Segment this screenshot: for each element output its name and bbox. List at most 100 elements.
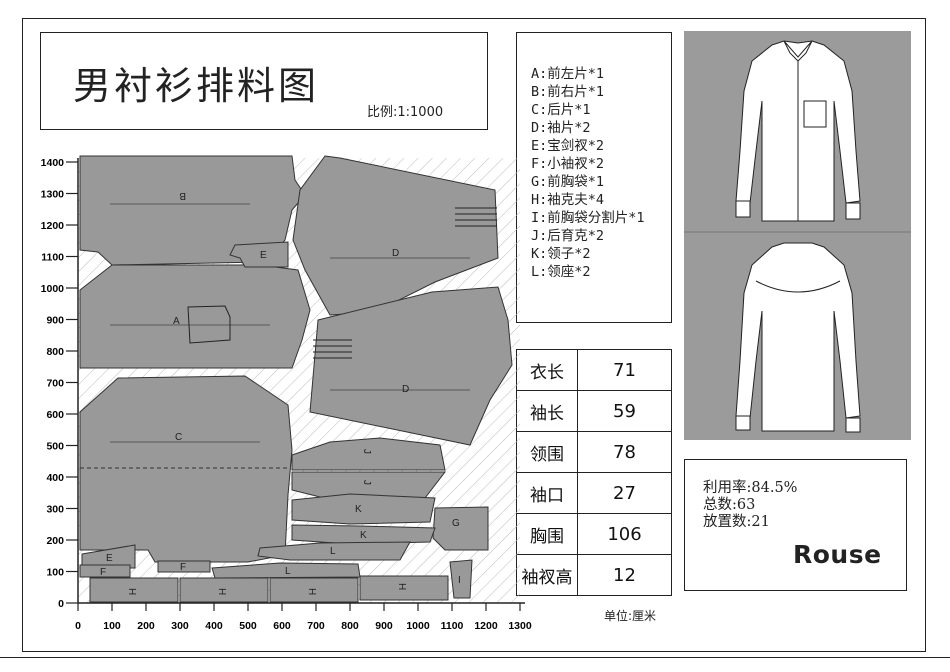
measure-value: 27: [577, 472, 672, 514]
piece-label: K: [360, 530, 367, 541]
piece-label: D: [402, 384, 409, 395]
x-tick-label: 500: [239, 620, 257, 632]
piece-d2: [309, 286, 513, 446]
piece-legend: A:前左片*1 B:前右片*1 C:后片*1 D:袖片*2 E:宝剑衩*2 F:…: [516, 32, 672, 323]
piece-c: [79, 375, 293, 563]
piece-label: L: [330, 546, 336, 557]
legend-item: F:小袖衩*2: [531, 156, 605, 172]
x-tick-label: 700: [307, 620, 325, 632]
piece-a: [79, 264, 311, 369]
marker-diagram: 0100200300400500600700800900100011001200…: [41, 155, 532, 632]
piece-l2: [211, 562, 361, 579]
x-tick-label: 100: [103, 620, 121, 632]
piece-label: H: [126, 588, 137, 595]
y-tick-label: 1400: [41, 157, 65, 169]
piece-label: F: [180, 562, 186, 573]
legend-item: G:前胸袋*1: [531, 174, 605, 190]
legend-item: B:前右片*1: [531, 84, 605, 100]
piece-f1: [157, 560, 211, 573]
piece-label: G: [452, 518, 460, 529]
x-tick-label: 1100: [441, 620, 464, 632]
y-tick-label: 1000: [41, 283, 65, 295]
piece-label: C: [175, 432, 182, 443]
y-tick-label: 200: [46, 535, 64, 547]
piece-label: H: [216, 588, 227, 595]
legend-item: I:前胸袋分割片*1: [531, 210, 645, 226]
y-tick-label: 1100: [41, 252, 64, 264]
piece-label: H: [396, 583, 407, 590]
y-tick-label: 0: [58, 598, 64, 610]
legend-item: L:领座*2: [531, 264, 591, 280]
piece-h2: [179, 577, 269, 603]
measure-value: 12: [577, 554, 672, 596]
piece-g: [432, 506, 489, 551]
page-title: 男衬衫排料图: [73, 64, 320, 108]
pieces: [79, 155, 513, 603]
x-tick-label: 0: [75, 620, 81, 632]
legend-item: D:袖片*2: [531, 120, 591, 136]
y-tick-label: 500: [46, 441, 64, 453]
legend-item: E:宝剑衩*2: [531, 138, 605, 154]
drawing-frame: [22, 18, 926, 652]
piece-k2: [291, 524, 436, 545]
piece-label: E: [260, 250, 267, 261]
measure-label: 袖长: [516, 390, 578, 432]
x-tick-label: 600: [273, 620, 291, 632]
x-tick-label: 1000: [406, 620, 430, 632]
piece-label: L: [285, 566, 291, 577]
piece-f2: [79, 564, 131, 578]
y-tick-label: 400: [46, 472, 64, 484]
brand-logo: Rouse: [793, 540, 882, 569]
unit-note: 单位:厘米: [604, 609, 657, 623]
x-tick-label: 900: [375, 620, 393, 632]
sleeve-stripes: [313, 207, 497, 359]
measure-value: 78: [577, 431, 672, 473]
piece-label: B: [179, 190, 186, 201]
bottom-border: [0, 657, 950, 658]
y-tick-label: 100: [46, 567, 64, 579]
legend-item: C:后片*1: [531, 102, 591, 118]
piece-k1: [291, 493, 436, 525]
y-tick-label: 300: [46, 504, 64, 516]
x-tick-label: 1300: [508, 620, 532, 632]
piece-label: F: [100, 567, 106, 578]
y-tick-label: 1300: [41, 189, 65, 201]
piece-label: J: [361, 480, 372, 485]
y-tick-label: 900: [46, 315, 64, 327]
title-block: 男衬衫排料图 比例:1:1000: [40, 32, 488, 130]
piece-label: I: [458, 575, 461, 586]
x-tick-label: 200: [137, 620, 155, 632]
legend-item: H:袖克夫*4: [531, 192, 605, 208]
legend-item: K:领子*2: [531, 246, 591, 262]
y-tick-label: 800: [46, 346, 64, 358]
piece-h1: [89, 577, 179, 603]
piece-label: A: [173, 316, 180, 327]
x-tick-label: 800: [341, 620, 359, 632]
measure-value: 71: [577, 349, 672, 391]
x-tick-label: 1200: [474, 620, 498, 632]
stats-text: 利用率:84.5% 总数:63 放置数:21: [703, 480, 797, 531]
y-tick-label: 1200: [41, 220, 65, 232]
scale-label: 比例:1:1000: [367, 105, 444, 120]
y-tick-group: 0100200300400500600700800900100011001200…: [41, 157, 78, 610]
shirt-drawing: [684, 40, 911, 433]
piece-l1: [257, 541, 411, 561]
piece-h4: [359, 575, 449, 601]
measure-label: 袖口: [516, 472, 578, 514]
piece-j1: [291, 437, 446, 471]
shirt-back-icon: [735, 242, 861, 433]
piece-h3: [269, 577, 359, 603]
total-count: 总数:63: [703, 497, 756, 513]
measure-value: 106: [577, 513, 672, 555]
x-tick-label: 400: [205, 620, 223, 632]
legend-list: A:前左片*1 B:前右片*1 C:后片*1 D:袖片*2 E:宝剑衩*2 F:…: [531, 65, 645, 281]
grain-lines: [110, 203, 470, 443]
piece-label: H: [306, 588, 317, 595]
